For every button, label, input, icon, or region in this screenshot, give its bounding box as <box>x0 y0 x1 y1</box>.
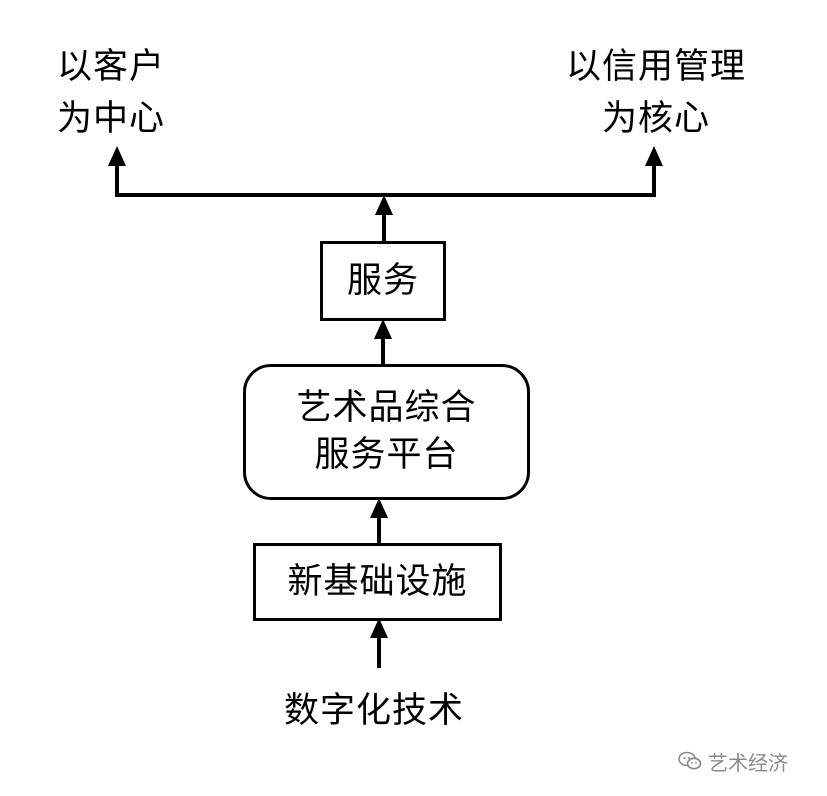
credit-core-label-line2: 为核心 <box>602 99 711 139</box>
customer-center-label-line1: 以客户 <box>57 47 166 87</box>
arrowhead-infrastructure-to-platform <box>370 498 388 518</box>
arrowhead-platform-to-service <box>374 319 392 339</box>
infrastructure-box-label: 新基础设施 <box>287 562 468 602</box>
watermark-text: 艺术经济 <box>708 750 788 775</box>
credit-core-label-line1: 以信用管理 <box>566 47 747 87</box>
arrowhead-service-to-branch <box>375 195 393 215</box>
service-box-label: 服务 <box>346 261 419 301</box>
platform-box: 艺术品综合 服务平台 <box>243 364 530 500</box>
digital-tech-label: 数字化技术 <box>284 691 465 731</box>
watermark: 艺术经济 <box>678 748 818 775</box>
arrowhead-to-customer-center <box>108 146 126 166</box>
arrowhead-to-credit-core <box>645 146 663 166</box>
infrastructure-box: 新基础设施 <box>253 543 502 621</box>
arrowhead-tech-to-infrastructure <box>370 618 388 638</box>
platform-box-label-line2: 服务平台 <box>314 435 459 475</box>
customer-center-label-line2: 为中心 <box>57 99 166 139</box>
wechat-icon <box>678 751 702 770</box>
service-box: 服务 <box>320 241 446 321</box>
platform-box-label-line1: 艺术品综合 <box>296 387 477 428</box>
